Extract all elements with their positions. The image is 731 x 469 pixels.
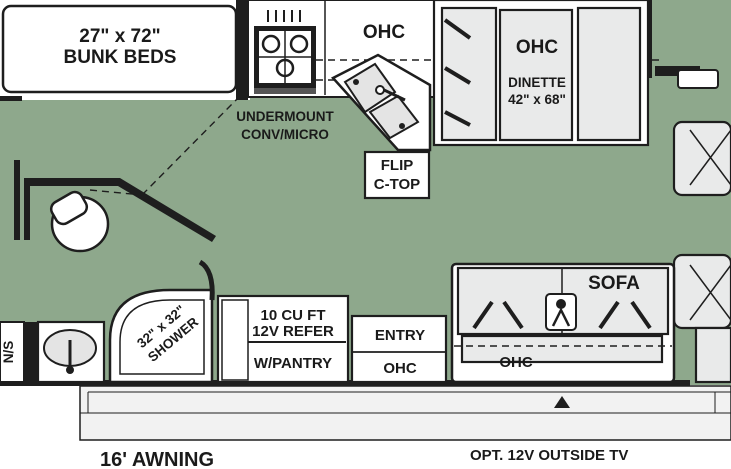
pantry-label: W/PANTRY	[254, 355, 332, 372]
sofa-label: SOFA	[588, 273, 640, 294]
toilet-icon	[49, 190, 110, 253]
cab-chair-top	[672, 69, 731, 197]
dinette-label: DINETTE	[508, 75, 566, 90]
dinette-seat-left	[440, 6, 498, 142]
ohc-dinette-label: OHC	[516, 37, 559, 58]
bath-door-swing	[89, 189, 143, 196]
ohc-kitchen-label: OHC	[363, 22, 406, 43]
entry-frame	[350, 314, 448, 384]
sofa-seat	[460, 334, 664, 364]
awning-caption: 16' AWNING	[100, 449, 214, 469]
dinette-table	[498, 8, 574, 142]
refer-side-panel	[221, 299, 249, 381]
ns-label: N/S	[1, 341, 16, 364]
sink-icon	[330, 53, 432, 152]
bunk-beds-label: BUNK BEDS	[64, 47, 177, 68]
flip-counter-top	[363, 150, 431, 200]
ns-wall	[24, 322, 38, 382]
stove-icon	[254, 10, 316, 94]
entry-label: ENTRY	[375, 327, 425, 344]
sofa-seatbelt-symbol	[545, 293, 577, 331]
bunk-wall	[236, 0, 248, 100]
refer-label-line2: 12V REFER	[252, 323, 334, 340]
undermount-label-line1: UNDERMOUNT	[236, 109, 334, 124]
flip-label-line2: C-TOP	[374, 176, 420, 193]
shower: 32" x 32" SHOWER	[108, 259, 215, 384]
refer-label-line1: 10 CU FT	[260, 307, 325, 324]
undermount-label-line2: CONV/MICRO	[241, 127, 329, 142]
triangle-marker-icon	[554, 396, 570, 408]
entry-ohc-label: OHC	[383, 360, 417, 377]
seatbelt-icon	[472, 300, 652, 330]
bath-wall-vertical	[14, 160, 20, 240]
cab-chair-bottom	[672, 253, 731, 384]
flip-label-line1: FLIP	[381, 157, 414, 174]
bath-door-wall	[24, 178, 216, 242]
ohc-sofa-label: OHC	[499, 354, 533, 371]
outside-tv-caption: OPT. 12V OUTSIDE TV	[470, 447, 628, 464]
bunk-beds-size: 27" x 72"	[79, 26, 160, 47]
dinette-size: 42" x 68"	[508, 92, 566, 107]
seatbelt-icon	[443, 18, 472, 127]
lavatory-sink-icon	[43, 329, 97, 374]
dinette-seat-right	[576, 6, 642, 142]
bunk-bottom-wall	[0, 96, 22, 101]
